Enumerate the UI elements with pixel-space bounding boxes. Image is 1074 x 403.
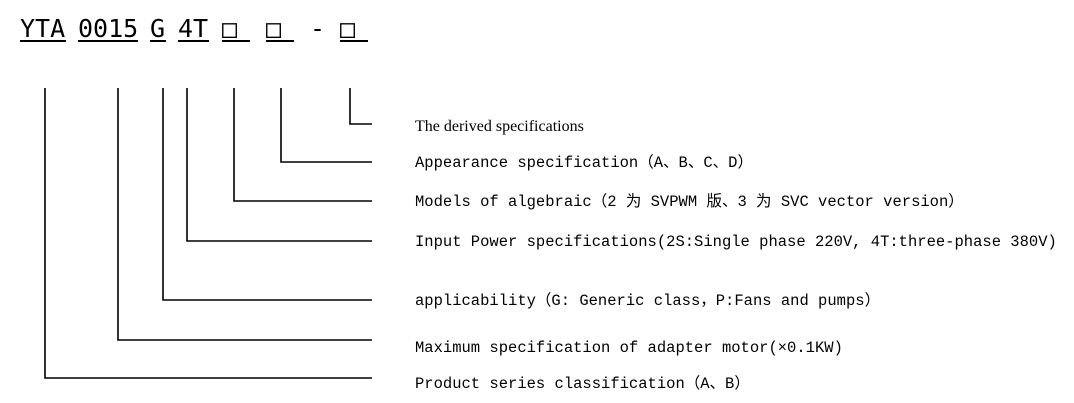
code-appearance: □ xyxy=(266,14,281,43)
labels: The derived specifications Appearance sp… xyxy=(415,118,1057,393)
label-appearance: Appearance specification（A、B、C、D） xyxy=(415,154,753,172)
connector-input xyxy=(186,88,372,242)
label-input: Input Power specifications(2S:Single pha… xyxy=(415,233,1057,251)
code-applicability: G xyxy=(150,14,165,43)
code-algebraic: □ xyxy=(222,14,237,43)
code-dash: - xyxy=(310,14,325,43)
code-power: 0015 xyxy=(78,14,138,43)
label-series: Product series classification（A、B） xyxy=(415,375,750,393)
model-code: YTA 0015 G 4T □ □ - □ xyxy=(20,14,368,43)
code-series: YTA xyxy=(20,14,65,43)
connector-power xyxy=(117,88,372,341)
connector-lines xyxy=(44,88,372,379)
label-derived: The derived specifications xyxy=(415,118,584,135)
code-input: 4T xyxy=(178,14,208,43)
label-algebraic: Models of algebraic（2 为 SVPWM 版、3 为 SVC … xyxy=(415,192,964,211)
label-applicability: applicability（G: Generic class，P:Fans an… xyxy=(415,292,880,310)
label-power: Maximum specification of adapter motor(×… xyxy=(415,339,843,357)
connector-derived xyxy=(349,88,372,125)
connector-algebraic xyxy=(233,88,372,202)
connector-applicability xyxy=(162,88,372,301)
connector-appearance xyxy=(280,88,372,163)
connector-series xyxy=(44,88,372,379)
code-derived: □ xyxy=(340,14,355,43)
